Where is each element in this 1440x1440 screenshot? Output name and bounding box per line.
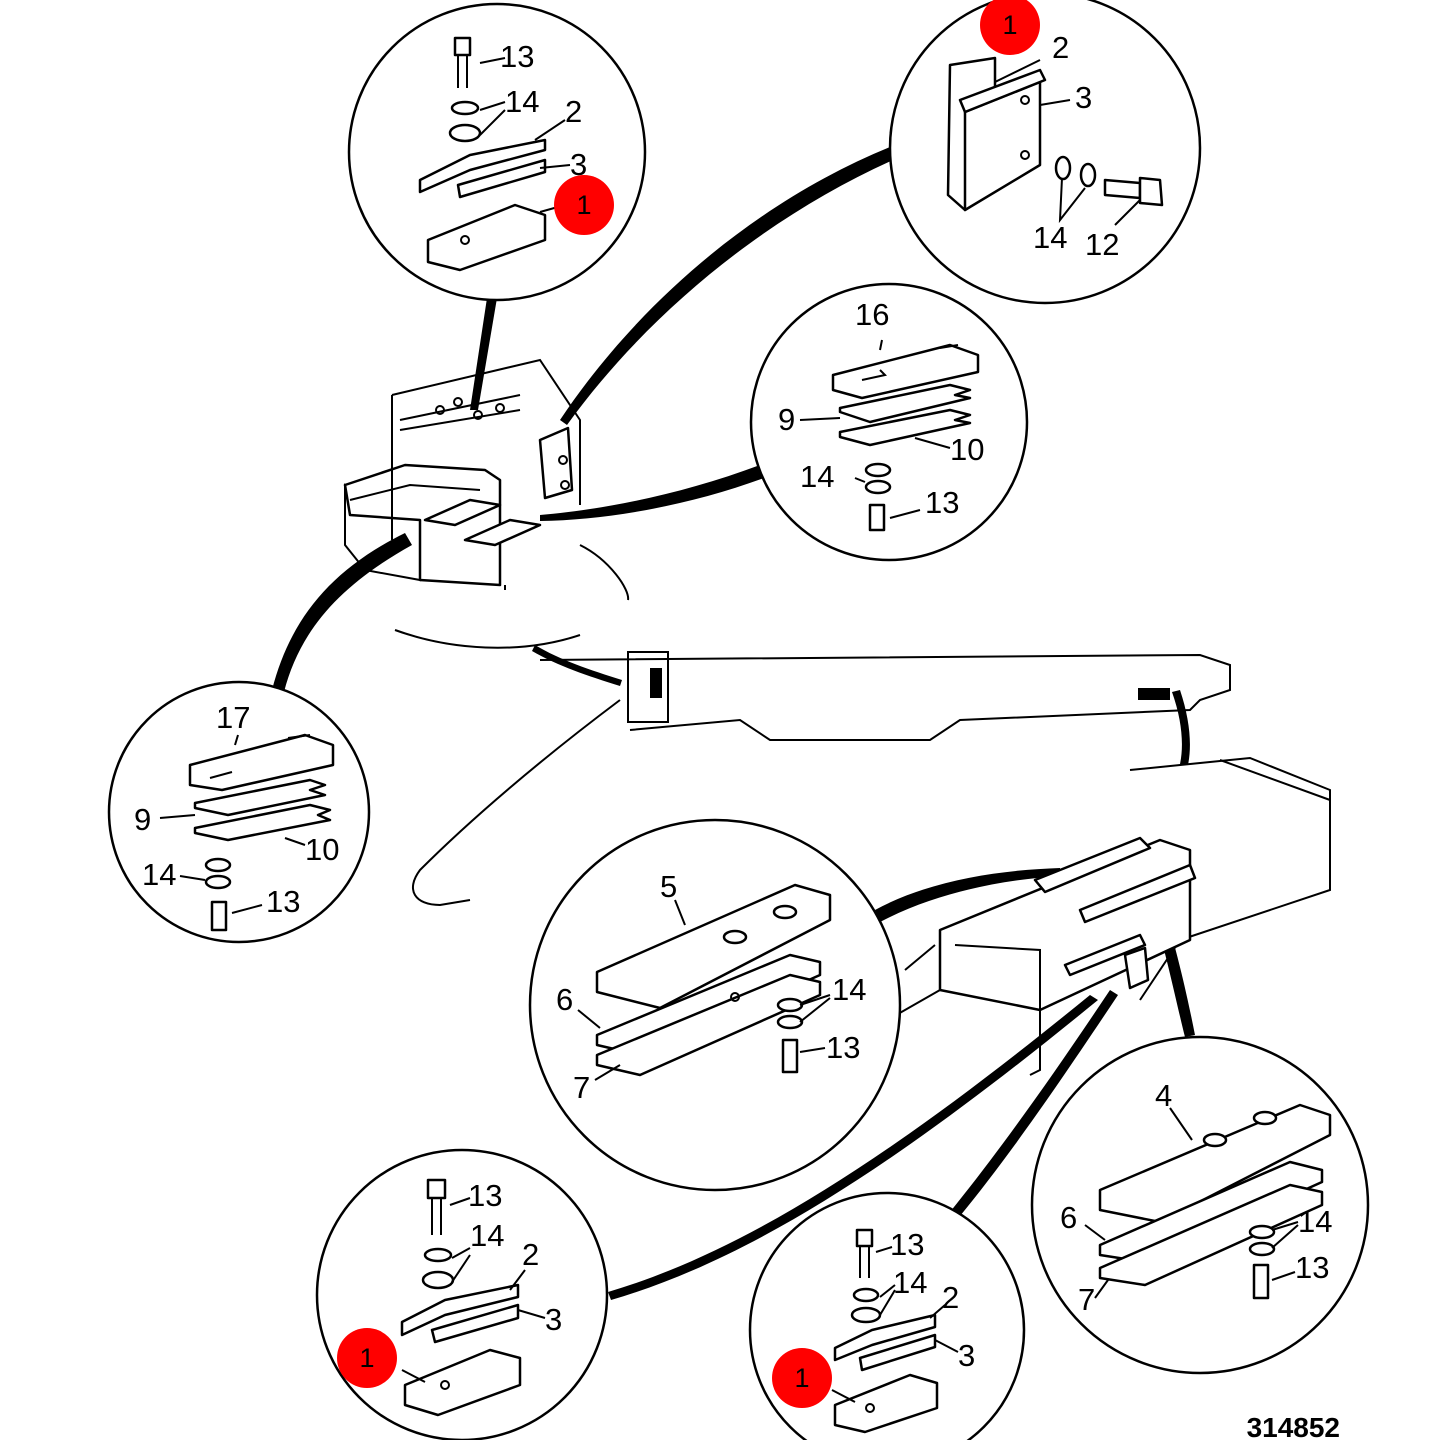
label-13: 13 (266, 884, 300, 919)
label-14: 14 (1298, 1204, 1332, 1239)
label-13: 13 (1295, 1250, 1329, 1285)
label-7: 7 (1078, 1282, 1095, 1317)
label-10: 10 (950, 432, 984, 467)
label-7: 7 (573, 1070, 590, 1105)
label-13: 13 (925, 485, 959, 520)
highlight-label: 1 (359, 1343, 374, 1373)
callout-mid-right: 16 9 10 14 13 (749, 282, 1029, 562)
highlight-marker (772, 1348, 832, 1408)
label-2: 2 (522, 1237, 539, 1272)
label-9: 9 (778, 402, 795, 437)
highlight-label: 1 (794, 1363, 809, 1393)
callout-bottom-left: 13 14 2 3 1 (315, 1148, 609, 1440)
label-13: 13 (500, 39, 534, 74)
label-16: 16 (855, 297, 889, 332)
label-2: 2 (1052, 30, 1069, 65)
callout-left: 17 9 10 14 13 (107, 680, 371, 944)
highlight-marker (980, 0, 1040, 55)
label-13: 13 (468, 1178, 502, 1213)
label-14: 14 (832, 972, 866, 1007)
reference-number: 314852 (1247, 1412, 1340, 1440)
label-2: 2 (942, 1280, 959, 1315)
highlight-marker (337, 1328, 397, 1388)
label-6: 6 (556, 982, 573, 1017)
label-14: 14 (800, 459, 834, 494)
callout-right: 4 6 14 13 7 (1030, 1035, 1370, 1375)
label-14: 14 (505, 84, 539, 119)
callout-bottom-mid: 13 14 2 3 1 (748, 1191, 1026, 1440)
callout-top-right: 1 2 3 14 12 (888, 0, 1202, 305)
label-5: 5 (660, 869, 677, 904)
label-6: 6 (1060, 1200, 1077, 1235)
label-9: 9 (134, 802, 151, 837)
label-12: 12 (1085, 227, 1119, 262)
label-3: 3 (545, 1302, 562, 1337)
label-3: 3 (958, 1338, 975, 1373)
label-3: 3 (1075, 80, 1092, 115)
label-14: 14 (470, 1218, 504, 1253)
machine-boom (343, 358, 1331, 1076)
highlight-label: 1 (576, 190, 591, 220)
highlight-marker (554, 175, 614, 235)
leader-bands (272, 147, 1195, 1300)
label-17: 17 (216, 700, 250, 735)
label-14: 14 (893, 1265, 927, 1300)
highlight-label: 1 (1002, 10, 1017, 40)
label-14: 14 (1033, 220, 1067, 255)
label-4: 4 (1155, 1078, 1172, 1113)
callout-center: 5 6 14 13 7 (528, 818, 902, 1192)
label-13: 13 (826, 1030, 860, 1065)
callout-top-left: 13 14 2 3 1 (347, 2, 647, 302)
label-10: 10 (305, 832, 339, 867)
label-13: 13 (890, 1227, 924, 1262)
label-14: 14 (142, 857, 176, 892)
label-3: 3 (570, 147, 587, 182)
label-2: 2 (565, 94, 582, 129)
